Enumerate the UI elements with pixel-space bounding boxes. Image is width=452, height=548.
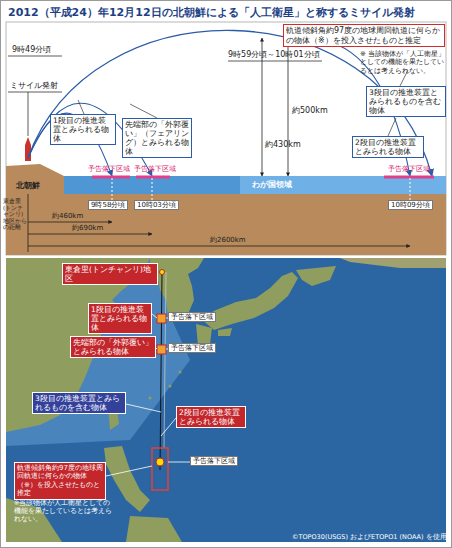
distance-dimension — [28, 246, 410, 247]
leader-line — [156, 348, 157, 349]
figure-title: 2012（平成24）年12月12日の北朝鮮による「人工衛星」と称するミサイル発射 — [8, 5, 415, 20]
node-text: 2段目の推進装置とみられる物体 — [355, 138, 421, 156]
distance-label: 約2600km — [210, 236, 246, 244]
node-text: 1段目の推進装置とみられる物体 — [91, 305, 149, 332]
northern-land — [204, 258, 446, 268]
time-guide — [112, 178, 113, 201]
island — [169, 385, 172, 388]
node-text: 東倉里(トンチャンリ)地区 — [65, 265, 155, 283]
fairing-box: 先端部の「外郭覆い」とみられる物体 — [70, 336, 156, 358]
flight-path — [160, 272, 162, 470]
profile-panel — [6, 22, 446, 255]
leader-line — [152, 314, 157, 318]
leader-line — [78, 100, 84, 114]
drop-zone-mark — [384, 176, 434, 179]
leader-line — [8, 56, 62, 57]
stage-box: 2段目の推進装置とみられる物体 — [176, 406, 246, 428]
time-label: 10時09分頃 — [388, 200, 433, 210]
node-text: 3段目の推進装置とみられるものを含む物体 — [369, 88, 443, 115]
distance-dimension — [28, 234, 152, 235]
datum-line — [28, 194, 29, 252]
node-text: 2段目の推進装置とみられる物体 — [179, 408, 243, 426]
distance-label: 約460km — [52, 212, 83, 220]
stage-callout: 2段目の推進装置とみられる物体 — [352, 136, 424, 158]
node-text: 軌道傾斜角約97度の地球周回軌道に何らかの物体（※）を投入させたものと推定 — [286, 26, 442, 45]
leader-line — [388, 118, 396, 136]
distance-caption: 東倉里(トンチャンリ)地区からの距離 — [3, 198, 27, 231]
drop-zone-label: 予告落下区域 — [134, 165, 176, 173]
leader-line — [28, 92, 29, 136]
territory-label: わが国領域 — [252, 180, 292, 190]
time-label: 10時03分頃 — [134, 200, 179, 210]
time-label: 9時59分頃～10時01分頃 — [228, 50, 320, 60]
flight-path-guide — [164, 272, 166, 448]
note-text: ※当該物体が人工衛星としての機能を果たしているとは考えられない。 — [14, 500, 114, 523]
drop-zone-label: 予告落下区域 — [190, 456, 238, 466]
node-text: 先端部の「外郭覆い」（フェアリング）とみられる物体 — [125, 120, 189, 156]
stage-box: 3段目の推進装置とみられるものを含む物体 — [32, 392, 126, 414]
note-text: ※ 当該物体が「人工衛星」としての機能を果たしているとは考えられない。 — [360, 50, 446, 75]
leader-line — [228, 61, 322, 62]
islands — [126, 516, 182, 542]
leader-line — [106, 466, 152, 476]
stage-callout: 3段目の推進装置とみられるものを含む物体 — [366, 86, 446, 117]
site-box: 東倉里(トンチャンリ)地区 — [62, 263, 158, 285]
leader-line — [168, 462, 190, 463]
time-guide — [152, 178, 153, 201]
drop-zone-label: 予告落下区域 — [168, 343, 216, 353]
node-text: 1段目の推進装置とみられる物体 — [53, 116, 113, 143]
distance-dimension — [28, 222, 112, 223]
leader-line — [161, 418, 176, 436]
credit-text: ©TOPO30(USGS) およびETOPO1 (NOAA) を使用 — [292, 534, 447, 542]
drop-point — [156, 458, 164, 466]
island — [179, 371, 182, 374]
island — [149, 397, 152, 400]
luzon — [104, 446, 150, 512]
node-text: 軌道傾斜角約97度の地球周回軌道に何らかの物体（※）を投入させたものと推定 — [17, 464, 103, 498]
orbit-callout: 軌道傾斜角約97度の地球周回軌道に何らかの物体（※）を投入させたものと推定 — [283, 24, 445, 47]
launch-label: ミサイル発射 — [10, 81, 58, 91]
sea-band — [6, 176, 446, 194]
altitude-label: 約430km — [265, 140, 301, 150]
node-text: 先端部の「外郭覆い」とみられる物体 — [73, 338, 153, 356]
time-label: 9時58分頃 — [88, 200, 128, 210]
leader-line — [130, 104, 157, 118]
drop-zone-label: 予告落下区域 — [88, 165, 130, 173]
drop-zone-mark — [136, 176, 170, 179]
launch-site — [160, 270, 165, 275]
leader-line — [126, 404, 161, 412]
altitude-label: 約500km — [292, 106, 328, 116]
ground — [6, 194, 446, 255]
drop-zone-label: 予告落下区域 — [388, 165, 430, 173]
distance-label: 約690km — [72, 224, 103, 232]
country-label: 北朝鮮 — [16, 181, 40, 191]
drop-zone — [152, 448, 168, 490]
launch-land — [6, 164, 64, 194]
leader-line — [8, 92, 62, 93]
japan-territory-band — [240, 176, 446, 194]
shikoku — [218, 328, 232, 336]
stage-callout: 1段目の推進装置とみられる物体 — [50, 114, 116, 145]
hokkaido — [296, 266, 336, 286]
drop-zone-mark — [92, 176, 130, 179]
fairing-callout: 先端部の「外郭覆い」（フェアリング）とみられる物体 — [122, 118, 192, 158]
rocket-nose — [25, 137, 31, 145]
drop-zone — [157, 314, 166, 323]
drop-zone-label: 予告落下区域 — [168, 312, 216, 322]
time-guide — [410, 178, 411, 201]
drop-zone — [157, 345, 166, 354]
time-label: 9時49分頃 — [12, 45, 51, 55]
node-text: 3段目の推進装置とみられるものを含む物体 — [35, 394, 123, 412]
orbit-box: 軌道傾斜角約97度の地球周回軌道に何らかの物体（※）を投入させたものと推定 — [14, 462, 106, 500]
ocean — [6, 258, 446, 542]
stage-box: 1段目の推進装置とみられる物体 — [88, 303, 152, 334]
